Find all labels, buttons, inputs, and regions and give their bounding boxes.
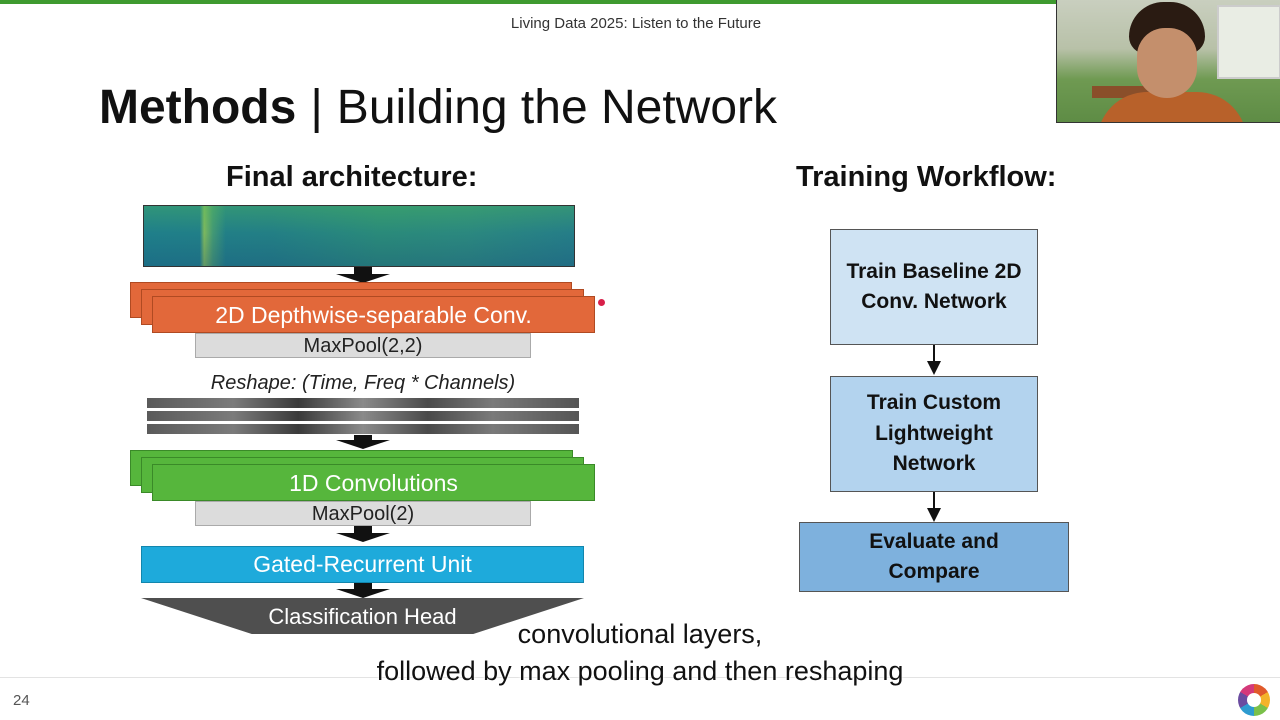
conference-header: Living Data 2025: Listen to the Future: [510, 15, 762, 32]
subtitle-line-1: convolutional layers,: [517, 619, 763, 649]
conv2d-label: 2D Depthwise-separable Conv.: [215, 302, 532, 328]
architecture-heading: Final architecture:: [226, 161, 478, 193]
title-separator: |: [310, 81, 323, 134]
arrow-1-head: [336, 274, 390, 283]
gru-layer: Gated-Recurrent Unit: [141, 546, 584, 583]
workflow-heading: Training Workflow:: [796, 161, 1057, 193]
conv2d-layer: 2D Depthwise-separable Conv.: [152, 296, 595, 333]
conference-logo-icon: [1238, 684, 1270, 716]
conv1d-layer: 1D Convolutions: [152, 464, 595, 501]
workflow-step-3-label: Evaluate and Compare: [869, 529, 999, 583]
workflow-step-1-label: Train Baseline 2D Conv. Network: [846, 259, 1022, 313]
feature-strip-1: [147, 398, 579, 408]
webcam-overlay: [1056, 0, 1280, 123]
feature-strip-3: [147, 424, 579, 434]
arrow-2-stem: [354, 435, 372, 441]
wf-arrow-2-head: [927, 508, 941, 522]
slide-title: Methods|Building the Network: [99, 80, 777, 135]
wf-arrow-1-head: [927, 361, 941, 375]
subtitle-line-2: followed by max pooling and then reshapi…: [376, 656, 904, 686]
reshape-label: Reshape: (Time, Freq * Channels): [210, 372, 516, 394]
presenter-face: [1137, 28, 1197, 98]
title-rest: Building the Network: [336, 81, 778, 134]
workflow-step-2: Train Custom Lightweight Network: [830, 376, 1038, 492]
arrow-3-head: [336, 533, 390, 542]
title-bold: Methods: [99, 81, 297, 134]
maxpool1d-layer: MaxPool(2): [195, 501, 531, 526]
input-spectrogram: [143, 205, 575, 267]
wf-arrow-2-stem: [933, 492, 935, 509]
page-number: 24: [13, 692, 30, 709]
arrow-3-stem: [354, 526, 372, 534]
arrow-4-head: [336, 589, 390, 598]
arrow-2-head: [336, 440, 390, 449]
webcam-window: [1217, 5, 1280, 79]
arrow-4-stem: [354, 583, 372, 590]
footer-divider: [0, 677, 1280, 678]
feature-strip-2: [147, 411, 579, 421]
workflow-step-2-label: Train Custom Lightweight Network: [866, 391, 1002, 476]
workflow-step-1: Train Baseline 2D Conv. Network: [830, 229, 1038, 345]
maxpool2d-layer: MaxPool(2,2): [195, 333, 531, 358]
accent-bar: [0, 0, 1056, 4]
conv1d-label: 1D Convolutions: [289, 470, 458, 496]
wf-arrow-1-stem: [933, 345, 935, 362]
arrow-1-stem: [354, 267, 372, 275]
pointer-dot: [598, 299, 605, 306]
workflow-step-3: Evaluate and Compare: [799, 522, 1069, 592]
